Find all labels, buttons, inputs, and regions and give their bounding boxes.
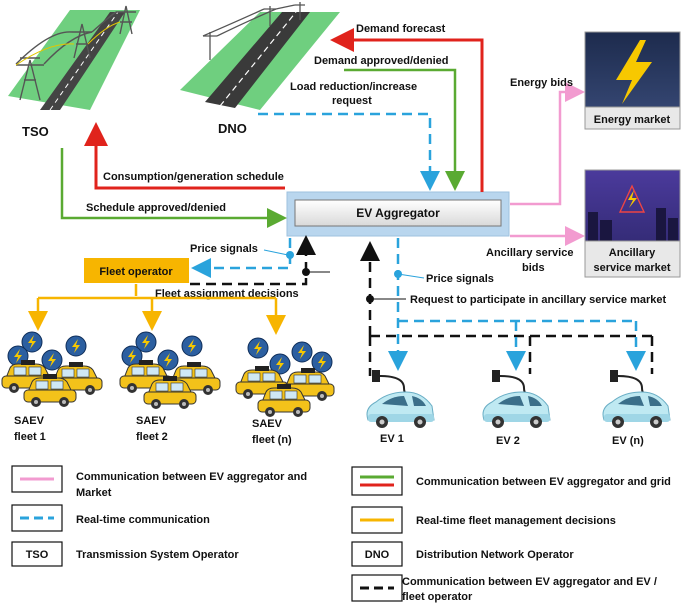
fleet-operator-box	[84, 258, 189, 283]
legend-tso-def: Transmission System Operator	[76, 549, 239, 561]
tso-illustration	[8, 5, 140, 111]
legend-ev-label-2: fleet operator	[402, 591, 473, 603]
saev-fleet-1-illustration	[1, 331, 103, 408]
legend-tso-key: TSO	[26, 549, 49, 561]
request-ancillary-label: Request to participate in ancillary serv…	[410, 294, 667, 306]
legend-realtime-label: Real-time communication	[76, 514, 210, 526]
saev-fleet-2-label-1: SAEV	[136, 415, 167, 427]
legend-dno-key: DNO	[365, 549, 390, 561]
ancillary-market-box	[584, 169, 681, 278]
lightning-icon	[616, 40, 652, 104]
ev-n-label: EV (n)	[612, 435, 644, 447]
dno-label: DNO	[218, 121, 247, 136]
fleet-operator-comm-arrow	[190, 235, 316, 286]
load-reduction-label-1: Load reduction/increase	[290, 81, 417, 93]
fleet-assignment-bus	[38, 284, 276, 300]
ev-2-label: EV 2	[496, 435, 520, 447]
saev-fleet-n-illustration	[235, 337, 335, 418]
price-signals-fleet-arrow	[191, 238, 292, 278]
tso-label: TSO	[22, 124, 49, 139]
load-reduction-label-2: request	[332, 95, 372, 107]
energy-market-box	[584, 31, 681, 130]
legend-tso-swatch	[11, 541, 63, 567]
energy-bids-arrow	[510, 82, 585, 206]
ev-1-illustration	[363, 369, 435, 429]
saev-fleet-2-label-2: fleet 2	[136, 431, 168, 443]
schedule-approved-label: Schedule approved/denied	[86, 202, 226, 214]
legend-dno-swatch	[351, 541, 403, 567]
transmission-tower-icon	[618, 184, 646, 213]
price-signals-fleet-label: Price signals	[190, 243, 258, 255]
ev-1-label: EV 1	[380, 433, 404, 445]
demand-forecast-arrow	[330, 28, 484, 192]
legend-grid-label: Communication between EV aggregator and …	[416, 476, 671, 488]
legend-grid-swatch	[351, 466, 403, 496]
consumption-schedule-label: Consumption/generation schedule	[103, 171, 284, 183]
demand-approved-arrow	[344, 68, 465, 191]
legend-market-label-2: Market	[76, 487, 112, 499]
legend-dno-def: Distribution Network Operator	[416, 549, 574, 561]
energy-bids-label: Energy bids	[510, 77, 573, 89]
saev-fleet-n-label-2: fleet (n)	[252, 434, 292, 446]
ev-aggregator-label: EV Aggregator	[356, 206, 440, 220]
saev-fleet-n-label-1: SAEV	[252, 418, 283, 430]
legend-market-label-1: Communication between EV aggregator and	[76, 471, 307, 483]
ev-n-illustration	[601, 369, 671, 429]
demand-forecast-label: Demand forecast	[356, 23, 446, 35]
legend-fleet-label: Real-time fleet management decisions	[416, 515, 616, 527]
saev-fleet-2-illustration	[119, 331, 221, 410]
energy-market-label: Energy market	[594, 114, 671, 126]
ev-aggregator-box	[286, 191, 510, 237]
ancillary-bids-label-2: bids	[522, 262, 545, 274]
load-reduction-arrow	[258, 112, 440, 191]
ancillary-market-label-1: Ancillary	[609, 247, 656, 259]
dno-illustration	[180, 2, 340, 110]
ev-comm-bus	[368, 334, 654, 376]
ev-2-illustration	[482, 369, 551, 429]
legend-ev-label-1: Communication between EV aggregator and …	[402, 576, 657, 588]
saev-fleet-1-label-1: SAEV	[14, 415, 45, 427]
saev-fleet-1-label-2: fleet 1	[14, 431, 46, 443]
demand-approved-label: Demand approved/denied	[314, 55, 448, 67]
ancillary-bids-label-1: Ancillary service	[486, 247, 573, 259]
ancillary-market-label-2: service market	[593, 262, 670, 274]
legend: Communication between EV aggregator and …	[11, 465, 671, 603]
price-signals-ev-label: Price signals	[426, 273, 494, 285]
fleet-operator-label: Fleet operator	[99, 266, 173, 278]
consumption-schedule-arrow	[84, 122, 285, 190]
schedule-approved-arrow	[60, 148, 287, 228]
